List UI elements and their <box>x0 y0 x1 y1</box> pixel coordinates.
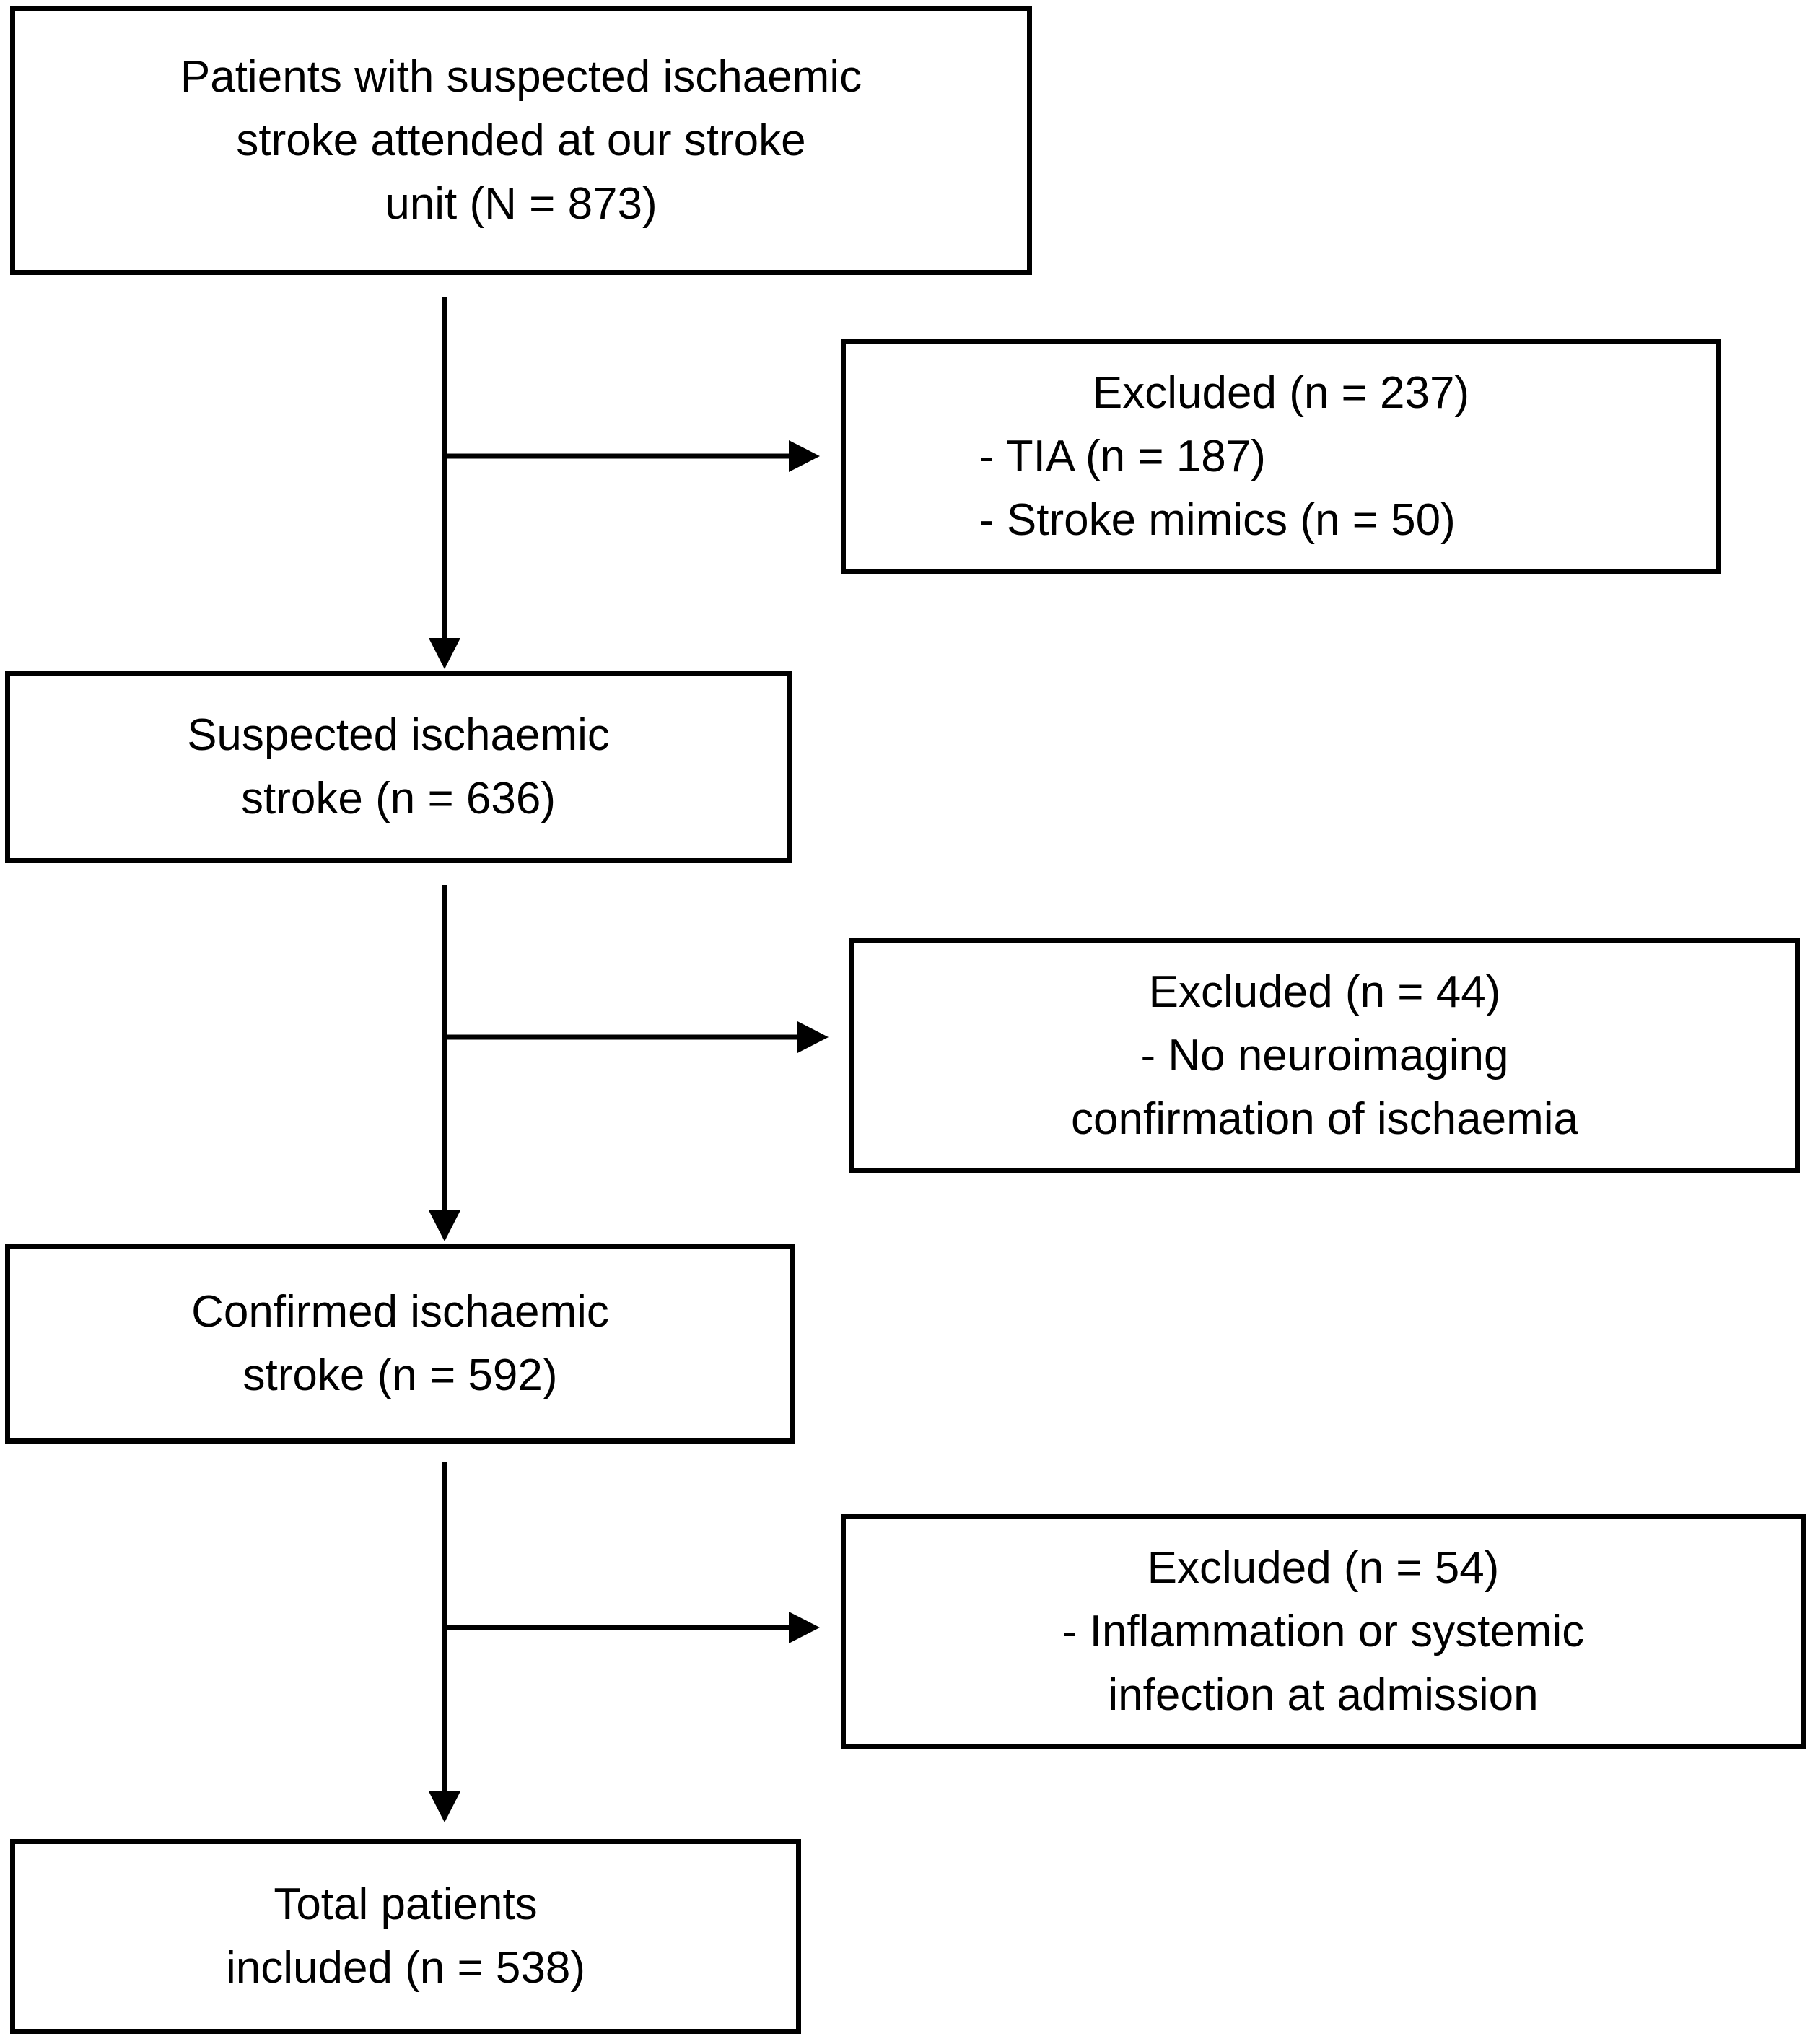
node-text-line: Confirmed ischaemic <box>191 1287 609 1337</box>
node-text-line: Patients with suspected ischaemic <box>180 51 862 102</box>
flow-node-excluded-3: Excluded (n = 54) - Inflammation or syst… <box>841 1514 1806 1749</box>
node-text-line: Total patients <box>274 1879 538 1929</box>
node-text-line: stroke attended at our stroke <box>236 115 806 165</box>
arrowhead-enrolled-to-suspected <box>429 638 460 669</box>
arrowhead-branch-excluded-1 <box>789 440 820 472</box>
node-bullet: - Inflammation or systemic <box>1062 1606 1585 1656</box>
flow-node-excluded-1: Excluded (n = 237) - TIA (n = 187) - Str… <box>841 339 1721 574</box>
node-bullet: - No neuroimaging <box>1140 1030 1509 1080</box>
node-title: Excluded (n = 54) <box>1147 1542 1500 1593</box>
node-bullet-continuation: infection at admission <box>1108 1669 1539 1720</box>
node-text-line: stroke (n = 592) <box>242 1350 558 1400</box>
node-text-line: unit (N = 873) <box>385 178 657 229</box>
node-bullet: - TIA (n = 187) <box>979 431 1266 481</box>
node-text-line: included (n = 538) <box>225 1943 586 1993</box>
node-text-line: Suspected ischaemic <box>187 710 610 760</box>
node-bullet-continuation: confirmation of ischaemia <box>1071 1093 1578 1144</box>
flow-node-suspected: Suspected ischaemic stroke (n = 636) <box>5 671 792 863</box>
arrowhead-confirmed-to-total <box>429 1791 460 1822</box>
flow-node-confirmed: Confirmed ischaemic stroke (n = 592) <box>5 1244 795 1444</box>
node-text-line: stroke (n = 636) <box>241 774 556 824</box>
arrowhead-branch-excluded-2 <box>797 1021 829 1053</box>
flow-node-enrolled: Patients with suspected ischaemic stroke… <box>10 6 1032 275</box>
flow-node-excluded-2: Excluded (n = 44) - No neuroimaging conf… <box>849 938 1800 1173</box>
node-title: Excluded (n = 237) <box>1092 367 1470 418</box>
arrowhead-suspected-to-confirmed <box>429 1210 460 1241</box>
arrowhead-branch-excluded-3 <box>789 1612 820 1643</box>
node-title: Excluded (n = 44) <box>1148 966 1501 1017</box>
flow-node-total: Total patients included (n = 538) <box>10 1839 801 2034</box>
node-bullet: - Stroke mimics (n = 50) <box>979 494 1456 545</box>
